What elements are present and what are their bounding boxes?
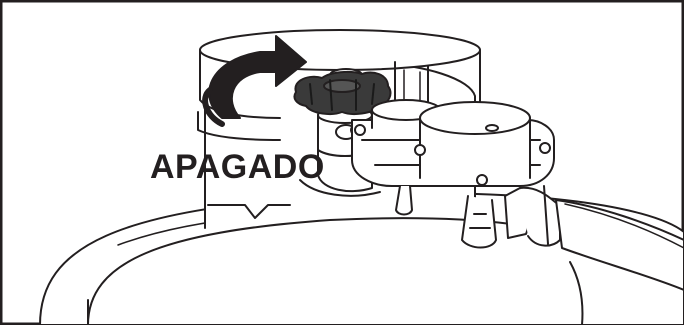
off-position-label: APAGADO xyxy=(150,150,325,184)
